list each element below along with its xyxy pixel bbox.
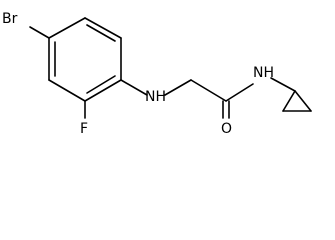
- ring-bond: [48, 79, 86, 102]
- atom-label-fluorine: F: [80, 121, 88, 137]
- ring-bond: [48, 17, 86, 39]
- atom-label-carbonyl-oxygen: O: [221, 121, 232, 137]
- atom-label-amide-nh: NH: [253, 65, 274, 81]
- bond-amide-n-to-cyclopropyl: [270, 77, 296, 92]
- cyclopropane-ring: [282, 90, 312, 112]
- chemical-structure: Br F NH O NH: [2, 11, 312, 137]
- bond-ring-to-amine: [120, 79, 148, 96]
- bond-to-bromine: [29, 26, 50, 39]
- atom-label-amine-nh: NH: [145, 89, 166, 105]
- bond-ch2-to-carbonyl: [190, 79, 227, 102]
- benzene-ring: [48, 17, 122, 102]
- atom-label-bromine: Br: [2, 11, 18, 27]
- bond-amine-to-ch2: [164, 79, 192, 96]
- ring-double-bond: [86, 75, 116, 94]
- bond-carbonyl-to-amide-n: [225, 83, 254, 102]
- ring-bond: [84, 17, 122, 39]
- ring-double-bond: [86, 24, 116, 42]
- ring-bond: [84, 79, 122, 102]
- cyclopropyl-bond: [294, 90, 312, 112]
- cyclopropyl-bond: [282, 90, 296, 112]
